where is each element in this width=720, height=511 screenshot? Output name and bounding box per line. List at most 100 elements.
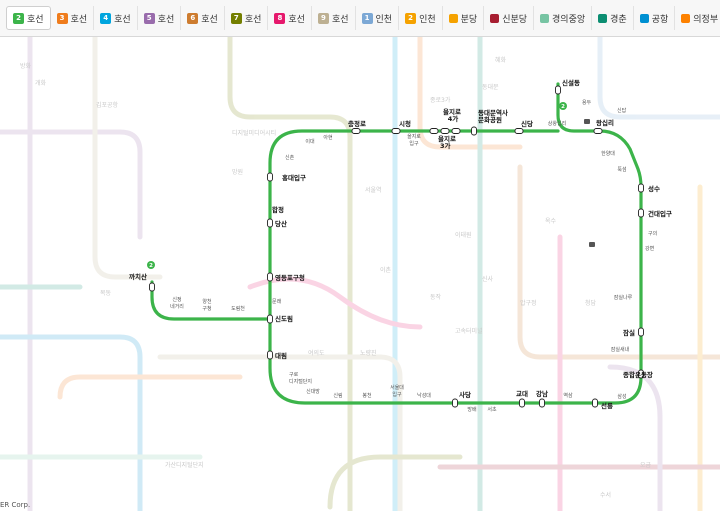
station-label-gyodae[interactable]: 교대: [516, 389, 528, 398]
copyright-text: ER Corp.: [0, 501, 31, 509]
station-label-mullae: 문래: [272, 298, 282, 305]
tab-label: 신분당: [502, 14, 528, 25]
station-marker-daerim[interactable]: [267, 350, 273, 360]
svg-text:청담: 청담: [585, 300, 597, 307]
station-label-euljiro4b[interactable]: 4가: [448, 114, 459, 123]
station-label-seocho: 서초: [487, 406, 497, 413]
station-label-sinseoldong[interactable]: 신설동: [562, 78, 580, 87]
station-marker-gyodae[interactable]: [519, 398, 525, 408]
tab-label: 경춘: [610, 14, 627, 25]
station-marker-seongsu[interactable]: [638, 183, 644, 193]
station-label-sinchon: 신촌: [285, 154, 295, 161]
tab-line-13[interactable]: 경춘: [592, 6, 634, 30]
subway-map[interactable]: 방화 개화 김포공항 디지털미디어시티 망원 여의도 노량진 서울역 종로3가 …: [0, 37, 720, 511]
station-marker-ydp[interactable]: [267, 272, 273, 282]
station-label-sangwangsimni: 상왕십리: [548, 120, 566, 127]
svg-text:압구정: 압구정: [520, 299, 537, 307]
background-labels: 방화 개화 김포공항 디지털미디어시티 망원 여의도 노량진 서울역 종로3가 …: [20, 56, 652, 499]
tab-line-14[interactable]: 공항: [634, 6, 676, 30]
station-label-ddp1[interactable]: 동대문역사: [478, 108, 508, 117]
station-label-wangsimni[interactable]: 왕십리: [596, 118, 614, 127]
station-marker-cityhall[interactable]: [391, 128, 401, 134]
station-label-euljiro3[interactable]: 을지로: [438, 134, 456, 143]
station-label-sindang[interactable]: 신당: [521, 119, 533, 128]
tab-line-12[interactable]: 경의중앙: [534, 6, 593, 30]
station-label-hongik[interactable]: 홍대입구: [282, 173, 306, 182]
line-number-badge: 4: [100, 12, 112, 24]
tab-label: 인천: [419, 14, 436, 25]
station-label-ahyeon: 아현: [323, 134, 333, 141]
station-label-euljiro1: 을지로: [407, 133, 421, 140]
station-label-chungjeongno[interactable]: 충정로: [348, 119, 366, 128]
station-marker-sadang[interactable]: [452, 398, 458, 408]
station-label-sports[interactable]: 종합운동장: [623, 370, 653, 379]
station-label-yangcheon1: 양천: [202, 298, 212, 305]
station-label-gangnam[interactable]: 강남: [536, 389, 548, 398]
station-label-sinjeong2: 네거리: [170, 303, 184, 310]
svg-text:개화: 개화: [35, 79, 47, 87]
line-color-swatch: [540, 13, 550, 23]
station-marker-sindorim[interactable]: [267, 314, 273, 324]
svg-text:방화: 방화: [20, 62, 32, 70]
station-marker-ddp1[interactable]: [471, 126, 477, 136]
station-marker-euljiro3[interactable]: [440, 128, 450, 134]
station-label-dangsan[interactable]: 당산: [275, 219, 287, 228]
line-color-swatch: [639, 13, 649, 23]
tab-line-15[interactable]: 의정부: [675, 6, 720, 30]
station-marker-euljiro4[interactable]: [451, 128, 461, 134]
station-marker-seolleung[interactable]: [592, 398, 598, 408]
svg-text:이태원: 이태원: [455, 231, 472, 239]
station-marker-sindang[interactable]: [514, 128, 524, 134]
tab-label: 공항: [651, 14, 669, 25]
station-label-sadang[interactable]: 사당: [459, 390, 471, 399]
tab-line-11[interactable]: 신분당: [484, 6, 535, 30]
station-label-ydp[interactable]: 영등포구청: [275, 273, 305, 282]
tab-label: 분당: [460, 14, 478, 25]
station-label-cityhall[interactable]: 시청: [399, 119, 411, 128]
station-label-daerim[interactable]: 대림: [275, 351, 287, 360]
station-marker-kkachisan[interactable]: [149, 282, 155, 292]
tab-line-10[interactable]: 분당: [443, 6, 485, 30]
station-marker-hongik[interactable]: [267, 172, 273, 182]
station-marker-sinseoldong[interactable]: [555, 85, 561, 95]
station-marker-sports[interactable]: [638, 369, 644, 379]
station-label-bangbae: 방배: [467, 406, 477, 413]
station-marker-gangnam[interactable]: [539, 398, 545, 408]
line-number-badge: 9: [317, 12, 329, 24]
station-label-ddp2[interactable]: 문화공원: [478, 115, 502, 124]
station-label-seongsu[interactable]: 성수: [648, 184, 660, 193]
station-marker-wangsimni[interactable]: [593, 128, 603, 134]
station-label-jamsil[interactable]: 잠실: [623, 328, 635, 337]
station-marker-chungjeongno[interactable]: [351, 128, 361, 134]
station-label-hapjeong[interactable]: 합정: [272, 205, 284, 214]
station-label-konkuk[interactable]: 건대입구: [648, 209, 672, 218]
station-label-sindorim[interactable]: 신도림: [275, 314, 293, 323]
station-marker-euljiro1[interactable]: [429, 128, 439, 134]
station-label-kkachisan[interactable]: 까치산: [129, 272, 147, 281]
station-label-yangcheon2: 구청: [202, 306, 211, 312]
tab-label: 호선: [27, 14, 44, 25]
station-marker-konkuk[interactable]: [638, 208, 644, 218]
tab-label: 호선: [201, 14, 218, 25]
station-marker-jamsil[interactable]: [638, 327, 644, 337]
station-label-seolleung[interactable]: 선릉: [601, 401, 613, 410]
station-label-snu: 서울대: [390, 384, 404, 391]
station-label-gangbyeon: 강변: [645, 245, 655, 252]
line2-sinjeong-branch: [150, 280, 272, 321]
station-marker-dangsan[interactable]: [267, 218, 273, 228]
station-label-euljiro3b[interactable]: 3가: [440, 141, 451, 150]
station-label-euljiro4[interactable]: 을지로: [443, 107, 461, 116]
svg-text:옥수: 옥수: [545, 218, 557, 225]
station-label-jamsillaru: 잠실나루: [614, 294, 633, 301]
